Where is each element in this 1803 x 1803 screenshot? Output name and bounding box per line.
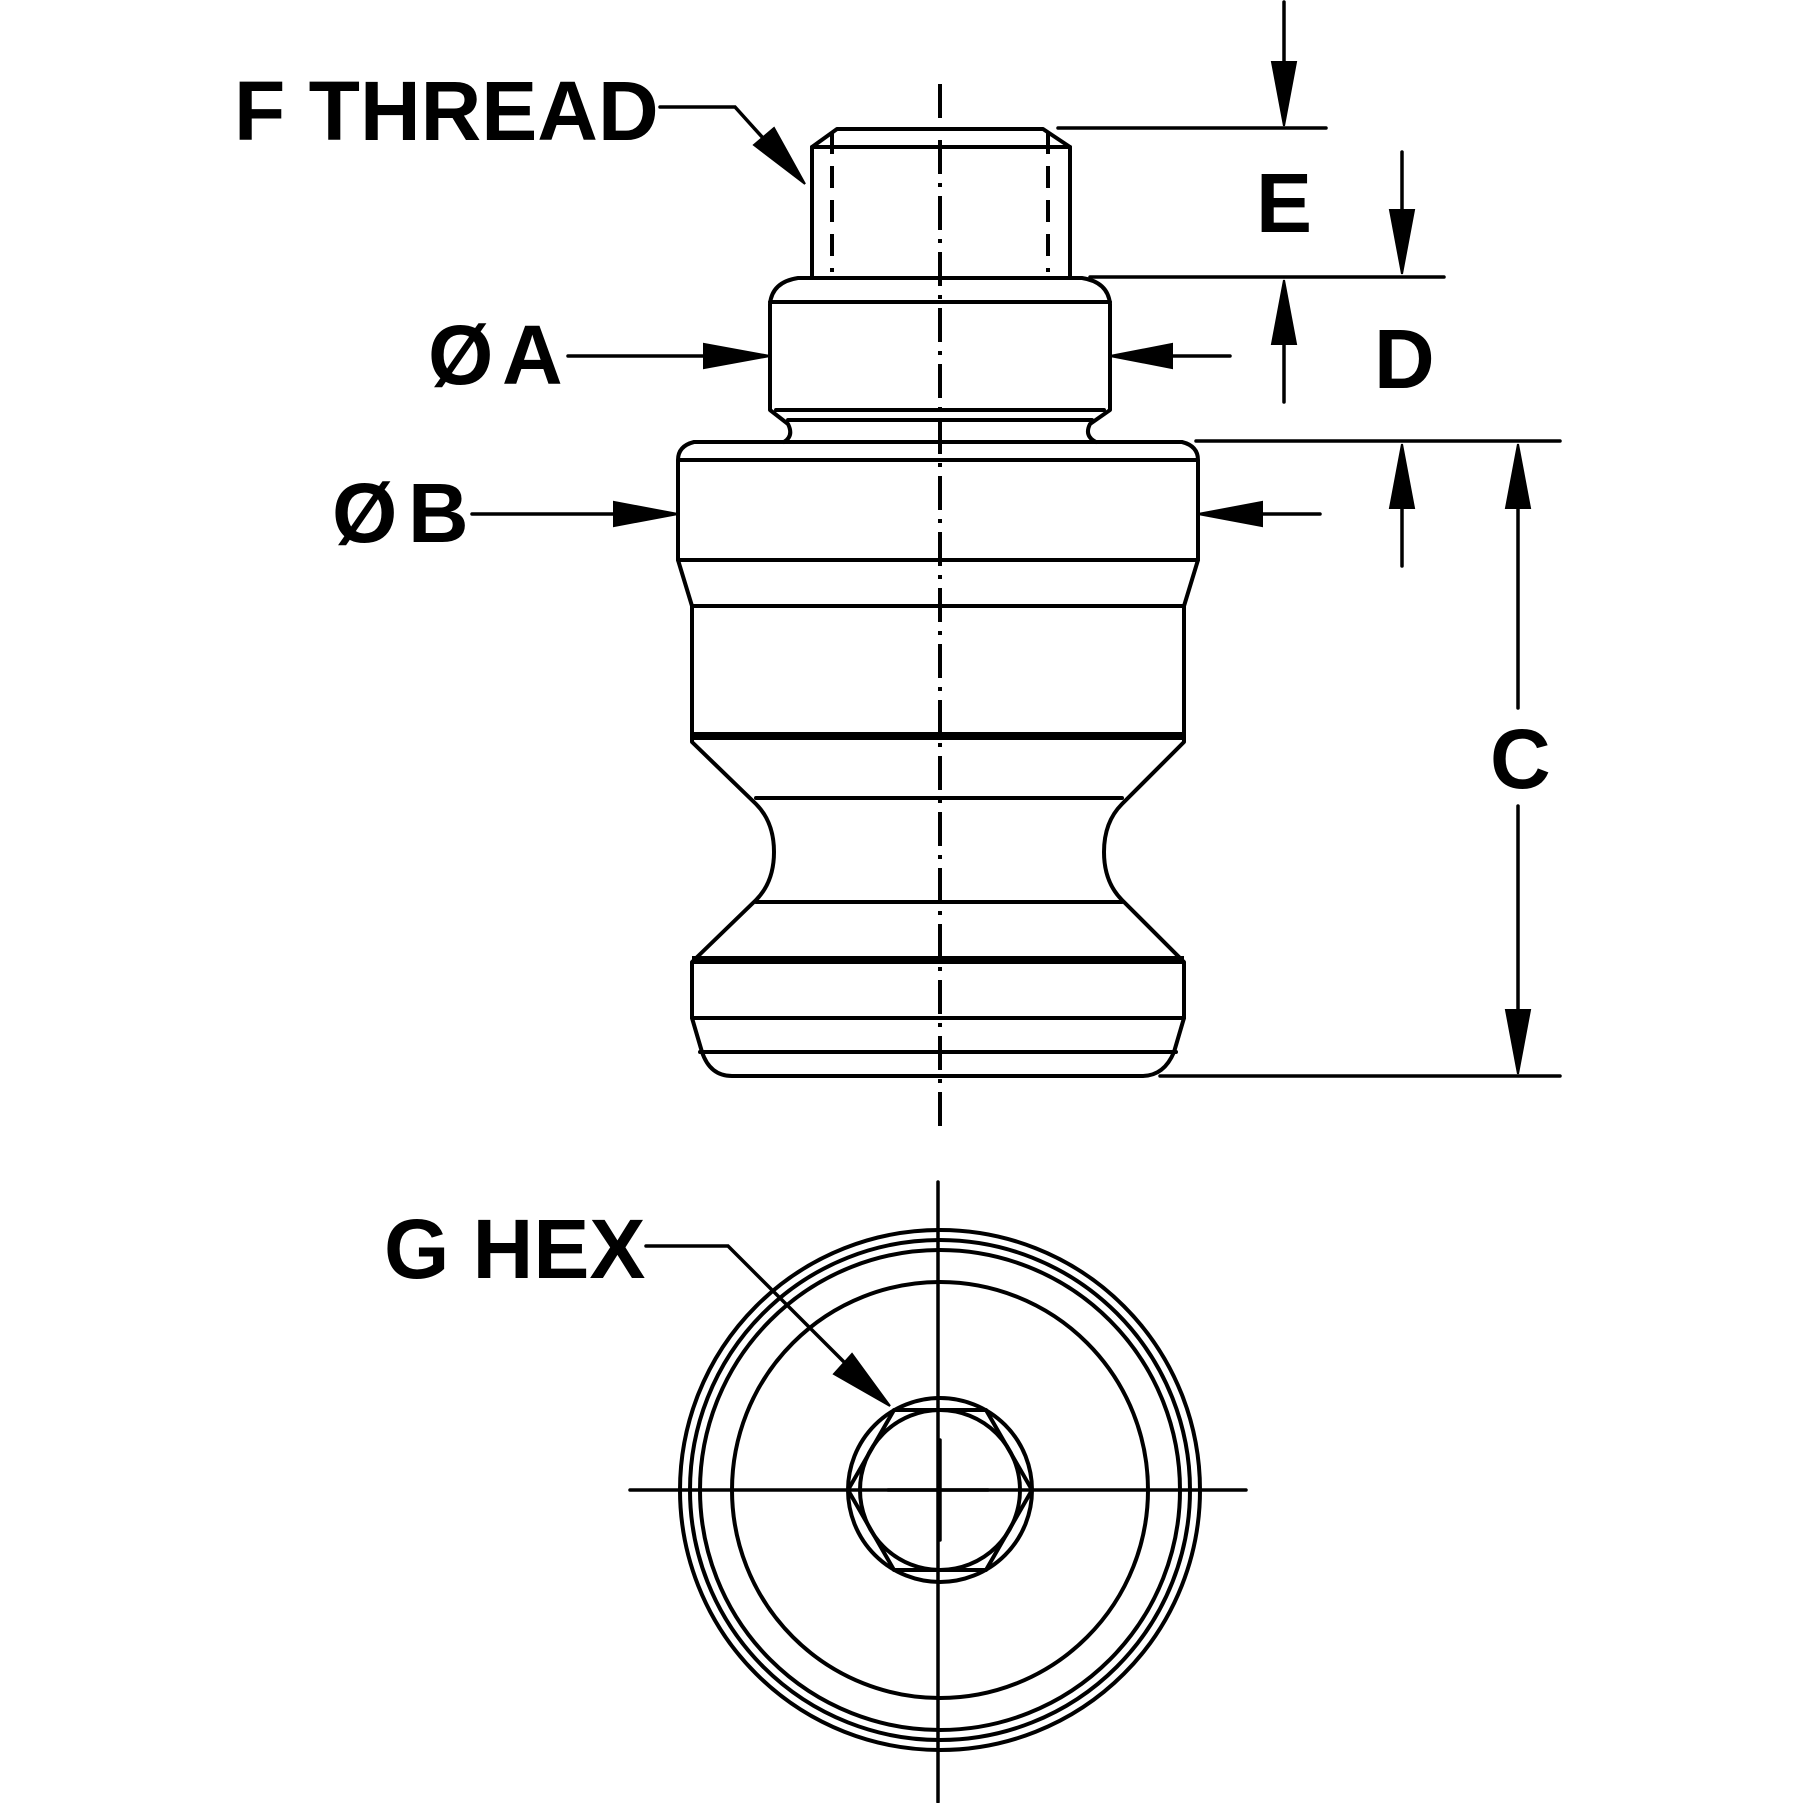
hex-socket-inner-bore [858, 1408, 1022, 1572]
dim-d-label: D [1374, 312, 1435, 406]
dim-d-arrowhead [1270, 279, 1298, 345]
dim-band-arrowhead [1388, 443, 1416, 509]
end-view-outer-circle-3 [698, 1248, 1182, 1732]
dim-b-diameter-symbol: Ø [332, 466, 397, 560]
dim-b-arrowhead-right [1197, 500, 1263, 528]
end-view-outer-circle [678, 1228, 1202, 1752]
g-hex-arrowhead [832, 1352, 891, 1407]
dim-a-label: A [502, 308, 563, 402]
dim-e-arrowhead-bottom [1388, 209, 1416, 275]
f-thread-arrowhead [752, 126, 806, 185]
dim-e-arrowhead-top [1270, 61, 1298, 127]
body-b [676, 440, 1200, 1078]
dim-c-arrowhead-top [1504, 443, 1532, 509]
dim-a-arrowhead-left [703, 342, 771, 370]
thread-tip [810, 127, 1072, 280]
dim-e-label: E [1256, 156, 1312, 250]
side-view: F THREAD Ø A Ø B E D C [234, 0, 1562, 1132]
dim-c-arrowhead-bottom [1504, 1009, 1532, 1075]
end-view-inner-circle [730, 1280, 1150, 1700]
f-thread-label: F THREAD [234, 64, 659, 158]
dim-a-diameter-symbol: Ø [428, 308, 493, 402]
f-thread-leader [658, 105, 774, 150]
dim-a-arrowhead-right [1109, 342, 1173, 370]
g-hex-leader [644, 1244, 854, 1372]
hex-socket-bore [846, 1396, 1034, 1584]
dim-c-label: C [1490, 712, 1551, 806]
g-hex-label: G HEX [384, 1202, 645, 1296]
dim-b-arrowhead-left [613, 500, 679, 528]
end-view: G HEX [384, 1180, 1248, 1803]
dim-b-label: B [408, 466, 469, 560]
end-view-outer-circle-2 [688, 1238, 1192, 1742]
